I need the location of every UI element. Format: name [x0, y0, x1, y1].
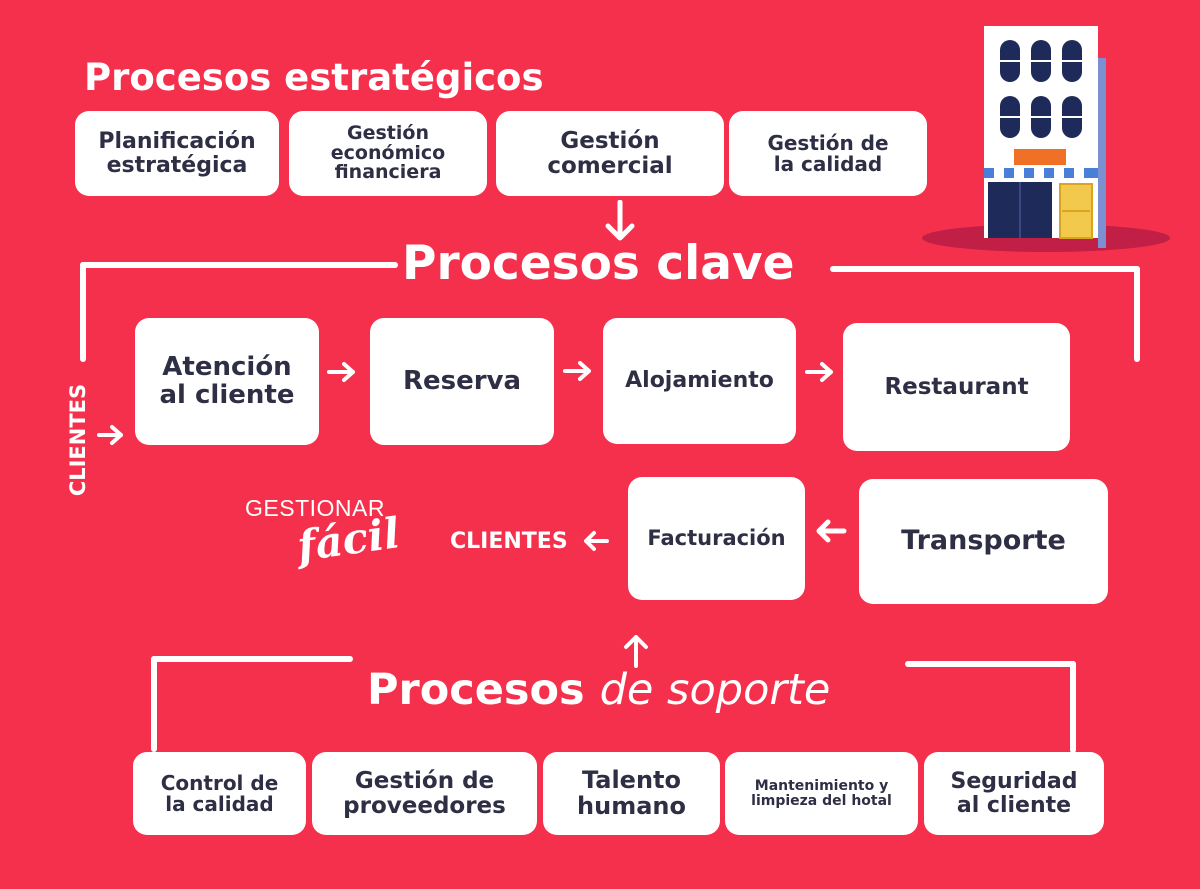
strategic-item-label: Gestión comercial [547, 129, 672, 177]
support-item-gestion-proveedores[interactable]: Gestión de proveedores [312, 752, 537, 835]
key-bracket-left-vertical [80, 262, 86, 362]
support-item-label: Mantenimiento y limpieza del hotal [751, 779, 892, 808]
support-bracket-left-top [151, 656, 353, 662]
support-bracket-right-top [905, 661, 1076, 667]
arrow-left-icon [582, 529, 610, 553]
support-title-italic: de soporte [600, 665, 831, 715]
key-title: Procesos clave [402, 236, 794, 291]
key-process-label: Transporte [901, 527, 1066, 555]
clients-entry-label: CLIENTES [66, 380, 90, 500]
key-process-facturacion[interactable]: Facturación [628, 477, 805, 600]
arrow-left-icon [814, 518, 848, 544]
key-process-label: Facturación [647, 527, 785, 549]
support-item-seguridad[interactable]: Seguridad al cliente [924, 752, 1104, 835]
support-item-label: Talento humano [577, 768, 686, 818]
support-item-mantenimiento[interactable]: Mantenimiento y limpieza del hotal [725, 752, 918, 835]
support-item-label: Gestión de proveedores [343, 769, 506, 817]
key-process-label: Atención al cliente [160, 354, 295, 409]
key-process-reserva[interactable]: Reserva [370, 318, 554, 445]
key-bracket-left-top [80, 262, 398, 268]
support-item-talento-humano[interactable]: Talento humano [543, 752, 720, 835]
arrow-right-icon [326, 360, 358, 384]
arrow-right-icon [96, 423, 126, 447]
strategic-item-gestion-calidad[interactable]: Gestión de la calidad [729, 111, 927, 196]
arrow-right-icon [562, 359, 594, 383]
strategic-item-gestion-comercial[interactable]: Gestión comercial [496, 111, 724, 196]
hotel-building-icon [910, 20, 1170, 260]
strategic-item-label: Gestión económico financiera [331, 124, 445, 184]
strategic-item-planificacion[interactable]: Planificación estratégica [75, 111, 279, 196]
arrow-up-icon [621, 633, 651, 669]
key-process-alojamiento[interactable]: Alojamiento [603, 318, 796, 444]
key-bracket-right-vertical [1134, 266, 1140, 362]
strategic-item-label: Gestión de la calidad [767, 133, 888, 175]
support-item-control-calidad[interactable]: Control de la calidad [133, 752, 306, 835]
key-process-restaurant[interactable]: Restaurant [843, 323, 1070, 451]
strategic-item-label: Planificación estratégica [98, 130, 255, 176]
strategic-title: Procesos estratégicos [84, 56, 544, 99]
strategic-item-gestion-economica[interactable]: Gestión económico financiera [289, 111, 487, 196]
key-process-transporte[interactable]: Transporte [859, 479, 1108, 604]
support-title: Procesos de soporte [367, 665, 830, 715]
gestionar-facil-logo: GESTIONAR fácil [245, 495, 415, 585]
key-process-label: Reserva [403, 368, 521, 395]
clients-exit-label: CLIENTES [450, 529, 568, 554]
key-process-label: Restaurant [884, 375, 1028, 399]
support-title-bold: Procesos [367, 665, 585, 715]
support-item-label: Seguridad al cliente [951, 770, 1078, 816]
support-item-label: Control de la calidad [161, 773, 279, 815]
key-process-atencion[interactable]: Atención al cliente [135, 318, 319, 445]
arrow-right-icon [804, 360, 836, 384]
key-process-label: Alojamiento [625, 369, 774, 392]
support-bracket-left-vertical [151, 656, 157, 752]
key-bracket-right-top [830, 266, 1140, 272]
support-bracket-right-vertical [1070, 661, 1076, 753]
